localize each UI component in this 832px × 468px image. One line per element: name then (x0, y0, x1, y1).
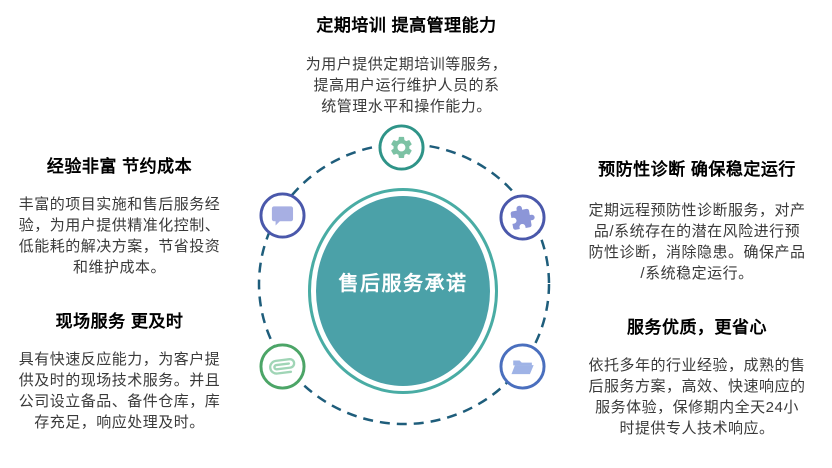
puzzle-icon (499, 194, 546, 241)
speech-bubble-badge (259, 192, 306, 239)
center-circle-fill: 售后服务承诺 (316, 196, 490, 386)
center-label: 售后服务承诺 (338, 272, 468, 295)
section-preventive-diagnosis-title: 预防性诊断 确保稳定运行 (598, 160, 796, 179)
section-onsite-service-title: 现场服务 更及时 (55, 312, 184, 331)
section-experience-body: 丰富的项目实施和售后服务经 验，为用户提供精准化控制、 低能耗的解决方案，节省投… (18, 196, 221, 276)
section-service-quality: 服务优质，更省心 依托多年的行业经验，成熟的售 后服务方案，高效、快速响应的 服… (573, 318, 821, 439)
section-onsite-service-body: 具有快速反应能力，为客户提 供及时的现场技术服务。并且 公司设立备品、备件仓库，… (18, 351, 221, 431)
center-circle: 售后服务承诺 (308, 188, 498, 394)
section-experience-title: 经验非富 节约成本 (46, 157, 193, 176)
section-service-quality-body: 依托多年的行业经验，成熟的售 后服务方案，高效、快速响应的 服务体验，保修期内全… (588, 357, 806, 437)
folder-badge (499, 343, 546, 390)
puzzle-badge (499, 194, 546, 241)
paperclip-icon (259, 343, 306, 390)
section-preventive-diagnosis: 预防性诊断 确保稳定运行 定期远程预防性诊断服务，对产 品/系统存在的潜在风险进… (573, 160, 821, 284)
section-training-title: 定期培训 提高管理能力 (316, 16, 497, 35)
section-onsite-service: 现场服务 更及时 具有快速反应能力，为客户提 供及时的现场技术服务。并且 公司设… (2, 312, 237, 433)
section-preventive-diagnosis-body: 定期远程预防性诊断服务，对产 品/系统存在的潜在风险进行预 防性诊断，消除隐患。… (588, 202, 806, 282)
section-training-body: 为用户提供定期培训等服务， 提高用户运行维护人员的系 统管理水平和操作能力。 (305, 56, 508, 115)
folder-icon (499, 343, 546, 390)
paperclip-badge (259, 343, 306, 390)
speech-bubble-icon (259, 192, 306, 239)
section-training: 定期培训 提高管理能力 为用户提供定期培训等服务， 提高用户运行维护人员的系 统… (289, 16, 524, 117)
gear-badge (378, 124, 425, 171)
section-experience: 经验非富 节约成本 丰富的项目实施和售后服务经 验，为用户提供精准化控制、 低能… (2, 157, 237, 278)
section-service-quality-title: 服务优质，更省心 (627, 318, 767, 337)
gear-icon (378, 124, 425, 171)
